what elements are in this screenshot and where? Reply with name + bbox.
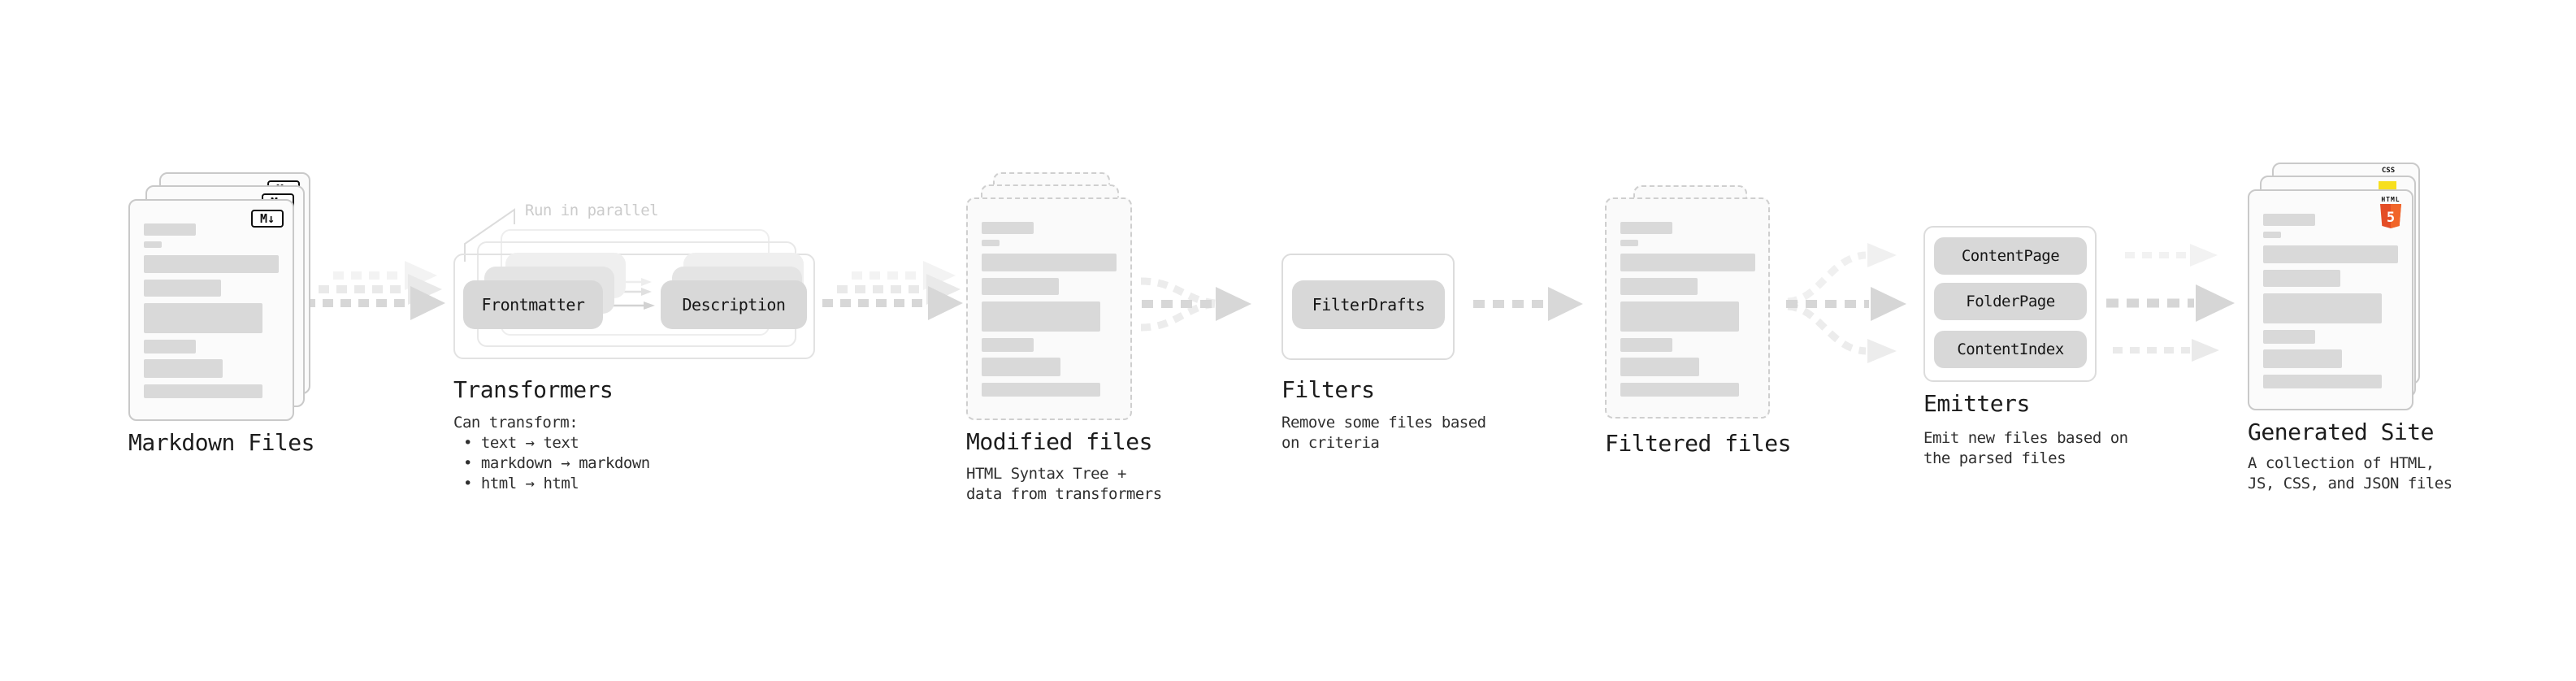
modified-files-description: HTML Syntax Tree + data from transformer…	[966, 464, 1162, 505]
generated-site-desc-line: A collection of HTML,	[2248, 454, 2435, 472]
run-in-parallel-annotation: Run in parallel	[525, 202, 659, 219]
markdown-icon: M↓	[251, 210, 284, 228]
filters-desc-line: on criteria	[1281, 434, 1380, 452]
modified-files-desc-line: data from transformers	[966, 485, 1162, 503]
js-badge	[2379, 181, 2396, 190]
markdown-doc-front: M↓	[128, 199, 294, 421]
generated-site-label: Generated Site	[2248, 419, 2435, 445]
css-badge-text: CSS	[2381, 167, 2396, 175]
transformers-label: Transformers	[453, 376, 614, 403]
transformers-frame-front	[453, 254, 815, 359]
contentindex-pill: ContentIndex	[1934, 331, 2087, 368]
emitters-description: Emit new files based on the parsed files	[1923, 428, 2128, 469]
transformers-description: Can transform: • text → text • markdown …	[453, 413, 650, 494]
filtered-files-label: Filtered files	[1605, 430, 1792, 457]
arrow-emitters-to-generated	[2106, 244, 2235, 362]
filterdrafts-pill: FilterDrafts	[1292, 280, 1445, 329]
filtered-doc-front	[1605, 197, 1770, 419]
filters-label: Filters	[1281, 376, 1375, 403]
generated-site-description: A collection of HTML, JS, CSS, and JSON …	[2248, 453, 2452, 494]
doc-content-bars	[2263, 214, 2398, 388]
arrow-modified-to-filters	[1140, 277, 1251, 332]
html5-shield: 5	[2380, 204, 2401, 228]
transformers-bullet: • text → text	[463, 434, 579, 452]
contentpage-pill: ContentPage	[1934, 237, 2087, 275]
modified-doc-front	[966, 197, 1132, 420]
folderpage-pill: FolderPage	[1934, 283, 2087, 320]
filters-frame	[1281, 254, 1455, 360]
arrow-filtered-to-emitters	[1786, 243, 1906, 363]
filters-description: Remove some files based on criteria	[1281, 413, 1486, 453]
emitters-label: Emitters	[1923, 390, 2030, 417]
generated-site-desc-line: JS, CSS, and JSON files	[2248, 475, 2452, 492]
transformers-bullet: • html → html	[463, 475, 579, 492]
transformers-desc-intro: Can transform:	[453, 414, 579, 432]
emitters-frame	[1923, 226, 2097, 382]
doc-content-bars	[1620, 222, 1755, 397]
arrow-markdown-to-transformers	[305, 261, 445, 320]
emitters-desc-line: Emit new files based on	[1923, 429, 2128, 447]
arrow-filters-to-filtered	[1473, 287, 1583, 321]
html5-icon: HTML 5	[2379, 196, 2402, 228]
filters-desc-line: Remove some files based	[1281, 414, 1486, 432]
description-pill: Description	[661, 280, 807, 329]
markdown-icon-text: M↓	[259, 211, 275, 226]
frontmatter-pill: Frontmatter	[463, 280, 603, 329]
html5-icon-label: HTML	[2381, 196, 2400, 203]
transformers-bullet: • markdown → markdown	[463, 454, 650, 472]
generated-doc-front: HTML 5	[2248, 189, 2413, 410]
svg-text:5: 5	[2387, 210, 2395, 226]
modified-files-label: Modified files	[966, 428, 1153, 455]
doc-content-bars	[144, 223, 279, 398]
modified-files-desc-line: HTML Syntax Tree +	[966, 465, 1126, 483]
emitters-desc-line: the parsed files	[1923, 449, 2066, 467]
arrow-transformers-to-modified	[822, 261, 963, 320]
doc-content-bars	[982, 222, 1117, 397]
markdown-files-label: Markdown Files	[128, 429, 315, 456]
